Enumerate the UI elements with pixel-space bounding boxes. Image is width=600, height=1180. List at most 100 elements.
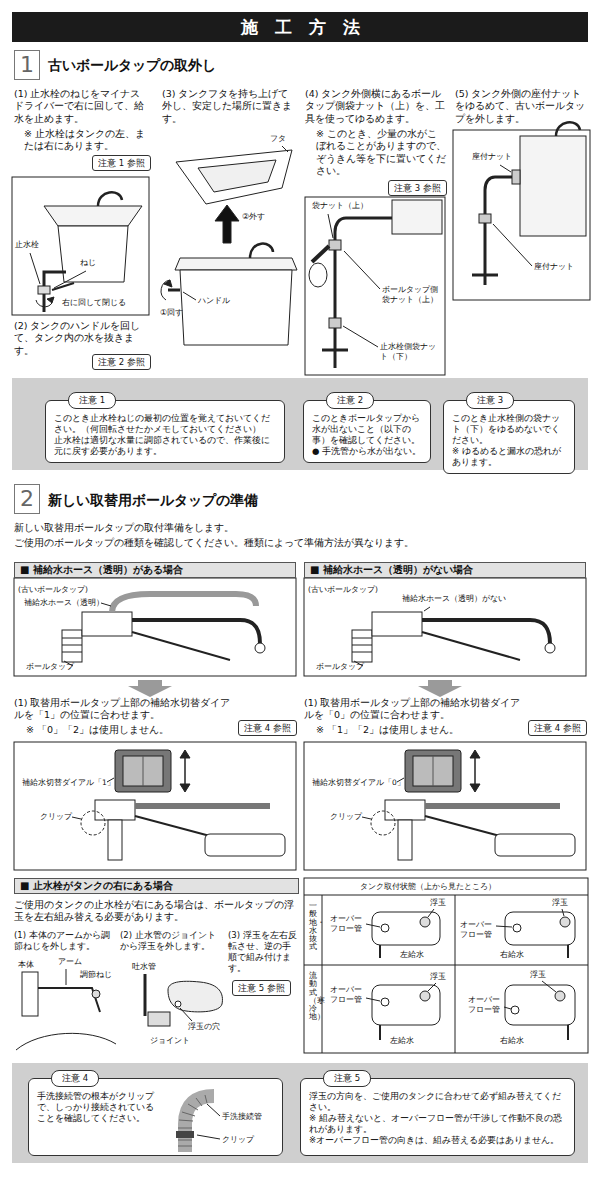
dial-setting-illustration <box>14 742 296 870</box>
old-ballcock-with-hose <box>14 578 296 676</box>
part-label: ボールタップ <box>316 662 364 672</box>
part-label: ①回す <box>160 308 183 318</box>
dial-setting-illustration <box>433 756 434 786</box>
section-number: 1 <box>14 50 40 80</box>
nut-loosening-illustration <box>312 246 329 262</box>
node-text: 注意 3 参照 <box>394 182 441 194</box>
ballcock-removal-illustration <box>453 130 590 300</box>
tank-layout-table <box>379 1025 381 1040</box>
part-label: ※ 「1」「2」は使用しません。 <box>316 724 459 736</box>
ballcock-removal-illustration <box>512 170 520 184</box>
node-text: 注意 2 参照 <box>98 356 145 368</box>
shutoff-illustration <box>44 206 142 226</box>
caution-heading: 注意 3 <box>466 392 514 409</box>
float-swap-steps <box>92 990 100 998</box>
dial-setting-illustration <box>14 742 296 870</box>
part-label: 座付ナット <box>472 152 512 162</box>
node-text: 1 <box>15 51 39 79</box>
nut-loosening-illustration <box>344 251 380 289</box>
tank-layout-table <box>542 981 556 992</box>
part-label: オーバーフロー管 <box>468 995 502 1015</box>
part-label: ハンドル <box>198 296 230 306</box>
instruction-text: (2) タンクのハンドルを回して、タンク内の水を抜きます。 <box>14 320 149 357</box>
shutoff-illustration <box>38 286 50 294</box>
part-label: ※ 「0」「2」は使用しません。 <box>26 724 169 736</box>
node-text: 2 <box>15 485 39 513</box>
float-swap-steps <box>16 969 222 1050</box>
dial-setting-illustration <box>470 750 480 758</box>
instruction-text: ※ 止水栓はタンクの左、または右にあります。 <box>24 128 149 153</box>
caution-heading: 注意 2 <box>326 392 374 409</box>
part-label: ボールタップ側袋ナット（上） <box>382 285 440 306</box>
caution-box: 注意 1このとき止水栓ねじの最初の位置を覚えておいてください。（何回転させたかメ… <box>45 400 285 463</box>
old-ballcock-with-hose <box>112 594 256 612</box>
part-label: 浮玉 <box>530 970 546 980</box>
float-swap-steps <box>180 1008 192 1021</box>
tank-layout-table <box>496 926 512 927</box>
part-label: オーバーフロー管 <box>330 985 364 1005</box>
caution-box: 注意 3このとき止水栓側の袋ナット（下）をゆるめないでください。※ ゆるめると漏… <box>443 400 575 474</box>
section-number: 2 <box>14 484 40 514</box>
part-label: 手洗接続管 <box>222 1112 262 1122</box>
part-label: クリップ <box>40 812 72 822</box>
tank-layout-table <box>379 945 381 958</box>
tank-layout-table <box>304 878 588 1053</box>
part-label: 浮玉 <box>552 898 568 908</box>
instruction-text: (1) 取替用ボールタップ上部の補給水切替ダイアルを「1」の位置に合わせます。 <box>14 697 234 722</box>
down-arrow <box>418 680 462 697</box>
node-text: このとき止水栓側の袋ナット（下）をゆるめないでください。 <box>452 413 566 446</box>
page-title: 施 工 方 法 <box>12 12 588 42</box>
part-label: 吐水管 <box>132 962 156 972</box>
hose-clip-illustration <box>207 1104 220 1116</box>
title-band <box>12 12 588 42</box>
tank-lid-illustration <box>282 146 288 152</box>
dial-setting-illustration <box>474 756 476 786</box>
hose-clip-illustration <box>178 1095 207 1146</box>
section-heading: 新しい取替用ボールタップの準備 <box>48 491 258 509</box>
nut-loosening-illustration <box>305 197 445 375</box>
nut-loosening-illustration <box>343 326 378 347</box>
tank-layout-table <box>504 1007 511 1009</box>
old-ballcock-without-hose <box>372 612 422 636</box>
dial-setting-illustration <box>304 742 586 870</box>
shutoff-illustration <box>52 283 74 290</box>
float-swap-steps <box>38 988 100 1012</box>
tank-layout-table <box>428 983 436 991</box>
dial-setting-illustration <box>495 834 575 856</box>
note-reference: 注意 5 参照 <box>232 980 291 996</box>
tank-layout-table <box>560 917 570 927</box>
instruction-text: (1) 本体のアームから調節ねじを外します。 <box>14 930 114 952</box>
caution-heading: 注意 4 <box>51 1070 99 1087</box>
note-reference: 注意 4 参照 <box>238 720 297 736</box>
dial-setting-illustration <box>180 784 190 792</box>
hose-clip-illustration <box>176 1131 194 1138</box>
node-text: ※オーバーフロー管の向きは、組み替える必要はありません。 <box>309 1135 566 1146</box>
part-label: フタ <box>270 134 286 144</box>
node-text: 浮玉の方向を、ご使用のタンクに合わせて必ず組み替えてください。 <box>309 1091 566 1113</box>
section-band: ■ 補給水ホース（透明）がない場合 <box>304 562 586 578</box>
node-text: ■ 止水栓がタンクの右にある場合 <box>20 879 293 893</box>
old-ballcock-without-hose <box>352 630 372 662</box>
float-swap-steps <box>148 1012 170 1026</box>
title-band <box>12 12 588 42</box>
tank-layout-table <box>420 917 430 927</box>
nut-loosening-illustration <box>322 340 348 368</box>
part-label: 浮玉 <box>430 972 446 982</box>
dial-setting-illustration <box>425 816 500 836</box>
tank-lid-illustration <box>168 289 180 292</box>
float-swap-steps <box>66 969 67 985</box>
old-ballcock-without-hose <box>424 607 430 611</box>
old-ballcock-with-hose <box>132 620 260 644</box>
node-text: 注意 5 参照 <box>238 982 285 994</box>
tank-layout-table <box>562 909 564 916</box>
old-ballcock-with-hose <box>255 643 265 653</box>
old-ballcock-with-hose <box>62 630 82 662</box>
dial-setting-illustration <box>143 756 144 786</box>
node-text: ※ 組み替えないと、オーバーフロー管が干渉して作動不良の恐れがあります。 <box>309 1113 566 1135</box>
node-text: 注意 1 参照 <box>98 157 145 169</box>
shutoff-illustration <box>98 192 122 206</box>
ballcock-removal-illustration <box>479 214 491 223</box>
tank-lid-illustration <box>198 160 276 192</box>
part-label: クリップ <box>330 812 362 822</box>
